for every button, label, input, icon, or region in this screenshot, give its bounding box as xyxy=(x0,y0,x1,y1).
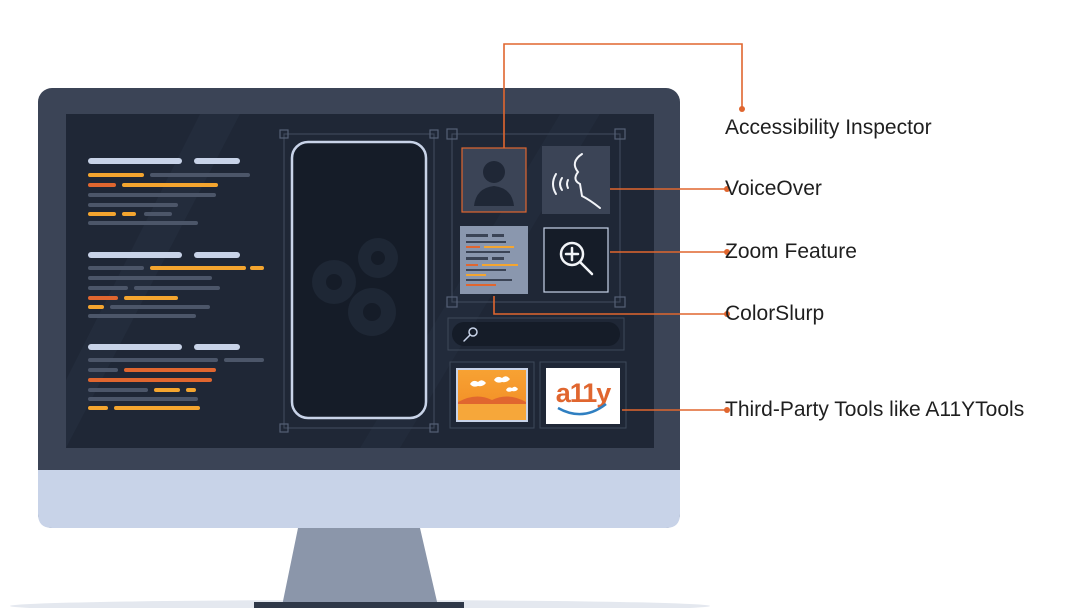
connector-inspector xyxy=(503,43,743,148)
connector-dots xyxy=(724,106,745,413)
magnifier-icon xyxy=(559,241,594,276)
connector-lines xyxy=(493,43,743,411)
code-block-3 xyxy=(88,344,264,410)
voice-icon xyxy=(552,153,601,209)
code-block-2 xyxy=(88,252,264,318)
a11y-logo-wordmark: a11y xyxy=(556,378,612,408)
label-colorslurp: ColorSlurp xyxy=(725,302,825,325)
screen-diagonal-sheen xyxy=(66,114,240,448)
label-voiceover: VoiceOver xyxy=(725,177,822,200)
a11y-logo-swoosh xyxy=(557,403,607,416)
phone-selection-frame xyxy=(279,129,439,433)
stand-foot xyxy=(254,602,464,608)
image-icon xyxy=(456,368,528,422)
code-thumbnail-icon xyxy=(466,234,518,286)
label-zoom-feature: Zoom Feature xyxy=(725,240,857,263)
bottom-tiles-frame xyxy=(449,361,627,429)
connector-colorslurp xyxy=(493,296,726,315)
label-accessibility-inspector: Accessibility Inspector xyxy=(725,116,932,139)
code-block-1 xyxy=(88,158,250,225)
monitor-stand xyxy=(282,528,438,606)
tools-panel-frame xyxy=(446,128,626,308)
phone-outline xyxy=(290,140,428,420)
monitor-chin xyxy=(38,470,680,528)
zoom-tile xyxy=(543,227,609,293)
search-bar xyxy=(447,317,625,351)
search-icon xyxy=(463,327,478,342)
user-icon xyxy=(474,161,514,206)
label-third-party-tools: Third-Party Tools like A11YTools xyxy=(725,398,1025,421)
